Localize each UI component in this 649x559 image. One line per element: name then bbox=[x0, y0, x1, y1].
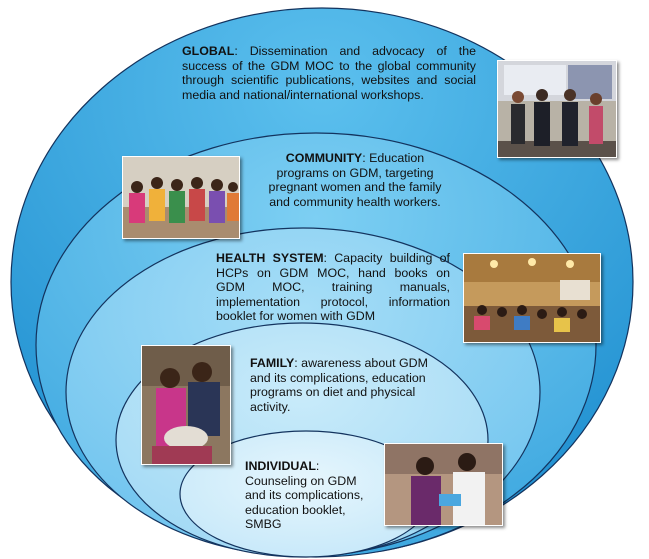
individual-heading: INDIVIDUAL bbox=[245, 459, 316, 473]
individual-label: INDIVIDUAL: Counseling on GDM and its co… bbox=[245, 459, 379, 532]
family-with-baby-photo bbox=[141, 345, 231, 465]
family-label: FAMILY: awareness about GDM and its comp… bbox=[250, 356, 440, 414]
community-heading: COMMUNITY bbox=[285, 151, 363, 165]
individual-description: : Counseling on GDM and its complication… bbox=[245, 459, 364, 532]
training-hall-photo bbox=[463, 253, 601, 343]
global-label: GLOBAL: Dissemination and advocacy of th… bbox=[182, 44, 476, 102]
health-system-label: HEALTH SYSTEM: Capacity building of HCPs… bbox=[216, 251, 450, 324]
counseling-photo bbox=[384, 443, 503, 526]
conference-group-photo bbox=[497, 60, 617, 158]
community-label: COMMUNITY: Education programs on GDM, ta… bbox=[262, 151, 448, 209]
family-heading: FAMILY bbox=[250, 356, 295, 370]
community-women-photo bbox=[122, 156, 240, 239]
global-heading: GLOBAL bbox=[182, 44, 235, 58]
health-system-description: : Capacity building of HCPs on GDM MOC, … bbox=[216, 251, 450, 324]
health-system-heading: HEALTH SYSTEM bbox=[216, 251, 324, 265]
community-description: : Education programs on GDM, targeting p… bbox=[268, 151, 442, 209]
global-description: : Dissemination and advocacy of the succ… bbox=[182, 44, 476, 102]
family-description: : awareness about GDM and its complicati… bbox=[250, 356, 428, 414]
